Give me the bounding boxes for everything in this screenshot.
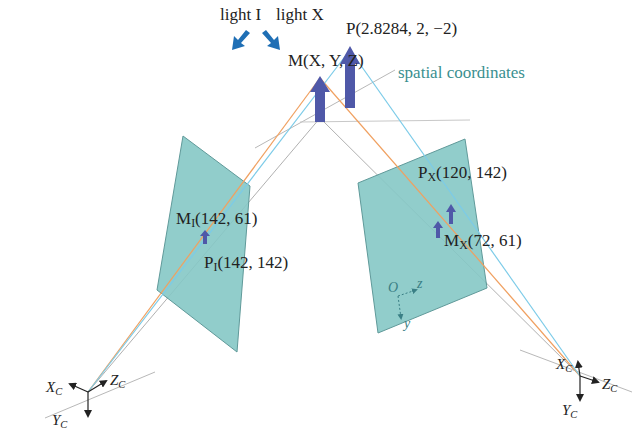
axis-label: O (388, 280, 398, 295)
axis-label: XC (556, 356, 572, 373)
caption-label: spatial coordinates (398, 64, 525, 83)
image-point-label: PI(142, 142) (204, 254, 288, 273)
axis-label: y (404, 316, 410, 331)
axis-label: z (417, 276, 422, 291)
image-point-label: MI(142, 61) (176, 210, 257, 229)
point-label: M(X, Y, Z) (288, 52, 364, 71)
axis-label: XC (46, 379, 62, 396)
image-point-label: MX(72, 61) (444, 232, 522, 251)
axis-label: YC (52, 412, 67, 429)
point-label: P(2.8284, 2, −2) (346, 20, 457, 39)
image-point-label: PX(120, 142) (418, 164, 507, 183)
axis-label: ZC (110, 372, 125, 389)
light-label: light I (220, 6, 261, 25)
axis-label: YC (562, 402, 577, 419)
axis-label: ZC (602, 376, 617, 393)
light-label: light X (276, 6, 324, 25)
